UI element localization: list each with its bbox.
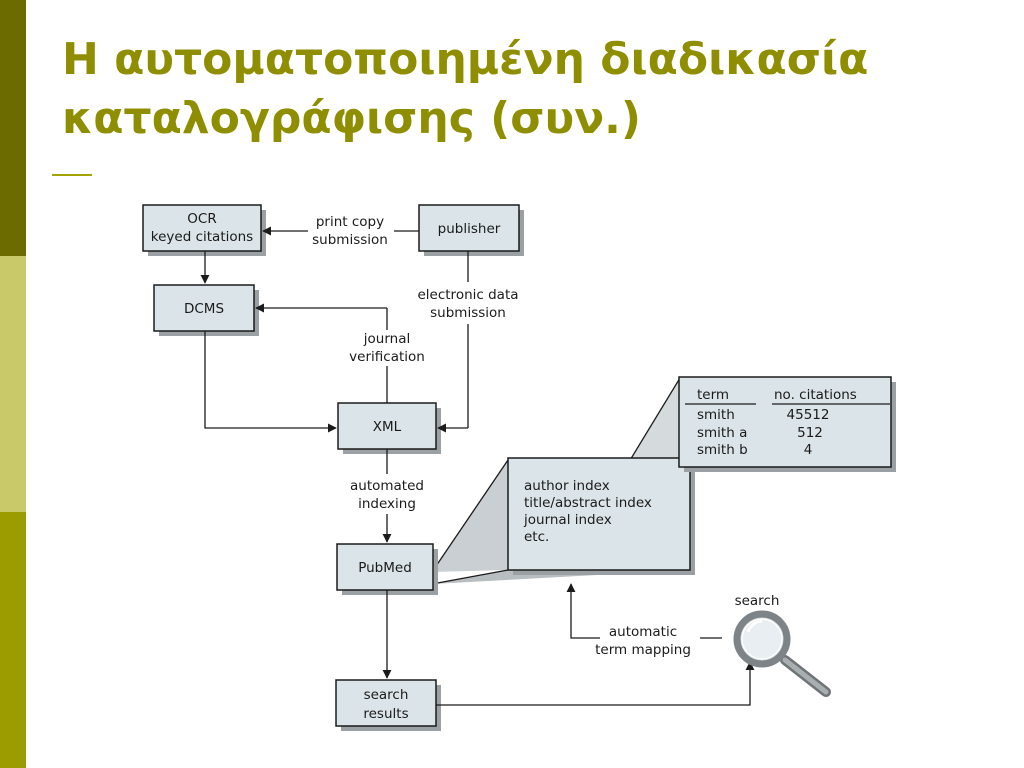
sidebar-band-middle [0, 256, 26, 512]
dcms-label: DCMS [184, 301, 224, 317]
publisher-label: publisher [438, 221, 501, 237]
automated-indexing-label: automated [350, 478, 424, 494]
sidebar-band-bottom [0, 512, 26, 768]
results-to-search-arrow [436, 661, 755, 706]
dcms-to-xml-arrow [204, 331, 337, 433]
search-results-label-line-2: results [363, 706, 408, 722]
electronic-label-2: submission [430, 305, 506, 321]
print-copy-label: print copy [316, 214, 384, 230]
dcms-box [153, 284, 255, 332]
term-mapping-arrow [566, 583, 600, 639]
journal-verification-label-2: verification [349, 349, 425, 365]
title-line-2: καταλογράφισης (συν.) [62, 93, 642, 144]
ocr-box [142, 204, 262, 252]
term-mapping-label: automatic [609, 624, 677, 640]
print-copy-label-2: submission [312, 232, 388, 248]
table-count-1: 45512 [787, 407, 830, 423]
author-index-label: author index [524, 478, 610, 494]
search-results-box [335, 679, 437, 727]
journal-verification-label: journal [363, 331, 410, 347]
table-count-3: 4 [804, 442, 813, 458]
etc-label: etc. [524, 529, 549, 545]
table-term-1: smith [697, 407, 735, 423]
table-count-2: 512 [797, 425, 823, 441]
search-label: search [735, 593, 780, 609]
magnifier-icon [733, 610, 831, 697]
table-term-3: smith b [697, 442, 748, 458]
table-header-term: term [697, 387, 729, 403]
title-abstract-index-label: title/abstract index [524, 495, 652, 511]
search-results-label-line-1: search [364, 687, 409, 703]
title-underline [52, 174, 92, 176]
sidebar-band-top [0, 0, 26, 256]
pubmed-box [336, 543, 434, 591]
page-title: Η αυτοματοποιημένη διαδικασία καταλογράφ… [62, 30, 1002, 148]
publisher-box [418, 204, 520, 252]
citation-table [678, 376, 892, 468]
index-panel [507, 457, 691, 571]
ocr-label: OCR [187, 211, 216, 227]
pubmed-label: PubMed [358, 560, 412, 576]
wedge-edge [431, 459, 509, 573]
keyed-citations-label: keyed citations [151, 229, 253, 245]
automated-indexing-label-2: indexing [358, 496, 416, 512]
wedge-edge [431, 569, 509, 585]
title-line-1: Η αυτοματοποιημένη διαδικασία [62, 34, 869, 85]
table-header-citations: no. citations [774, 387, 857, 403]
table-term-2: smith a [697, 425, 747, 441]
xml-box [337, 402, 437, 450]
xml-label: XML [373, 419, 402, 435]
journal-index-label: journal index [523, 512, 612, 528]
term-mapping-label-2: term mapping [595, 642, 691, 658]
electronic-label: electronic data [417, 287, 518, 303]
